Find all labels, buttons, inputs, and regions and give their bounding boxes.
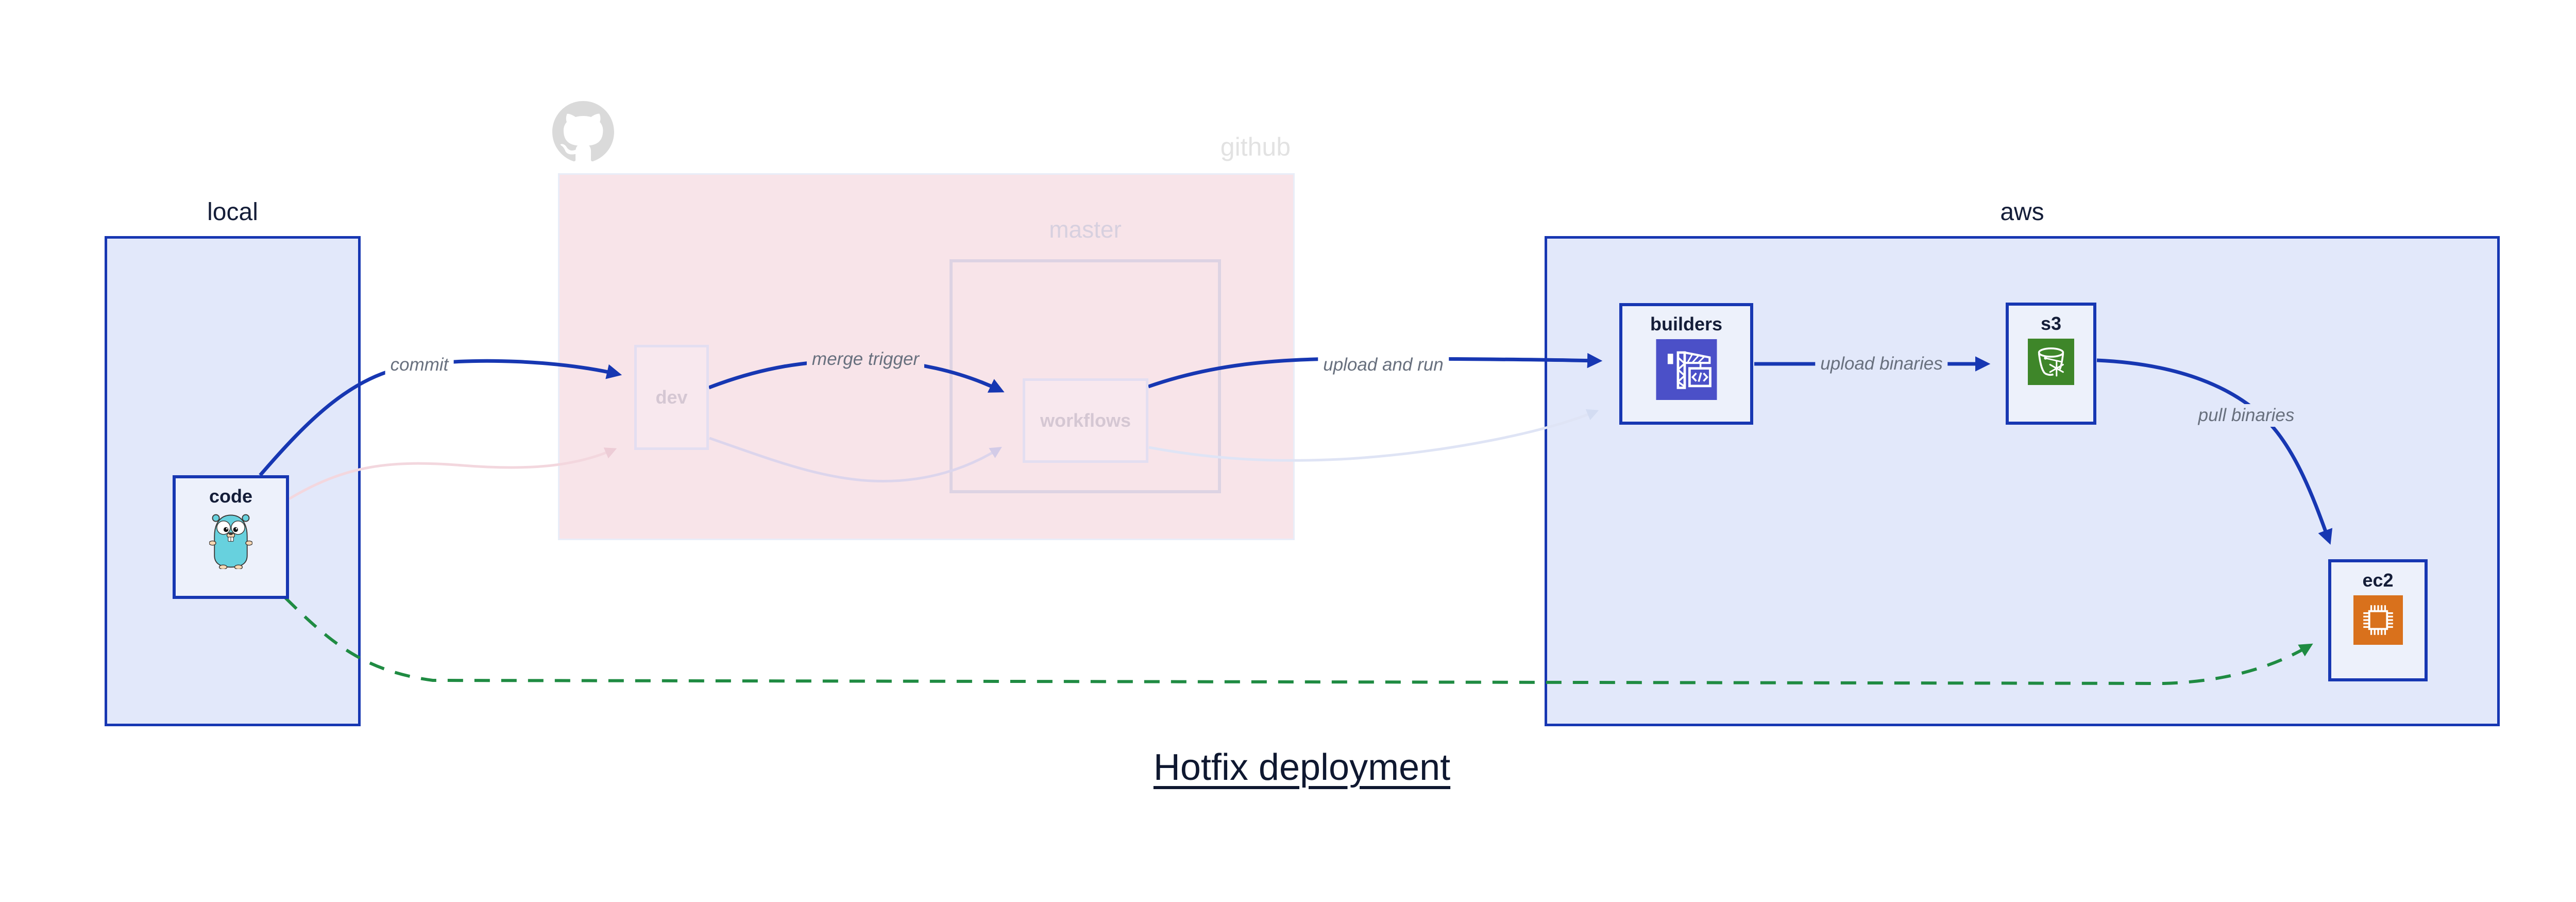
- go-gopher-icon: [209, 511, 253, 570]
- diagram-title-row: Hotfix deployment: [0, 746, 2576, 789]
- node-ec2: ec2: [2328, 559, 2428, 681]
- edge-label-upload-binaries: upload binaries: [1815, 353, 1948, 375]
- github-octocat-icon: [552, 101, 614, 163]
- node-code: code: [173, 475, 289, 599]
- cluster-master-label: master: [1049, 216, 1122, 243]
- edge-label-merge-trigger: merge trigger: [806, 348, 925, 371]
- edge-ghost-dev-workflows: [709, 437, 1002, 483]
- cluster-local-label: local: [207, 198, 258, 226]
- edge-pull-binaries: [2096, 358, 2333, 545]
- node-builders: builders: [1619, 303, 1753, 425]
- node-s3: s3: [2006, 303, 2096, 425]
- diagram-title: Hotfix deployment: [1153, 747, 1451, 788]
- edge-label-upload-and-run: upload and run: [1318, 354, 1449, 376]
- edge-label-commit: commit: [385, 354, 454, 376]
- edge-hotfix-deploy: [284, 596, 2313, 686]
- edge-label-pull-binaries: pull binaries: [2193, 404, 2300, 427]
- aws-s3-glacier-bucket-icon: [2028, 339, 2074, 385]
- node-workflows: workflows: [1023, 378, 1148, 463]
- node-code-label: code: [209, 486, 253, 507]
- aws-ec2-chip-icon: [2353, 595, 2403, 645]
- node-dev: dev: [634, 345, 709, 450]
- edge-ghost-workflows-builders: [1148, 409, 1599, 462]
- node-ec2-label: ec2: [2362, 570, 2394, 591]
- node-dev-label: dev: [655, 387, 688, 408]
- node-workflows-label: workflows: [1040, 410, 1131, 431]
- node-builders-label: builders: [1650, 313, 1723, 335]
- cluster-aws-label: aws: [2000, 198, 2044, 226]
- edge-commit: [259, 359, 622, 477]
- cluster-github-label: github: [1220, 132, 1291, 161]
- node-s3-label: s3: [2040, 313, 2062, 334]
- aws-codebuild-crane-icon: [1656, 339, 1717, 400]
- edge-ghost-code-dev: [288, 447, 617, 500]
